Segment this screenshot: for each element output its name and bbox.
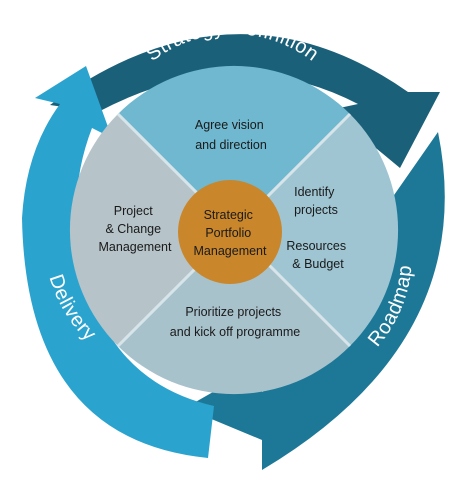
segment-left bbox=[69, 114, 234, 346]
segment-right-label-2: Resources & Budget bbox=[286, 239, 349, 271]
segment-top bbox=[118, 65, 350, 230]
inner-wheel bbox=[69, 65, 399, 395]
strategy-arrow bbox=[50, 34, 440, 169]
segment-top-label: Agree vision and direction bbox=[195, 118, 267, 152]
hub-circle bbox=[178, 180, 282, 284]
segment-bottom-label: Prioritize projects and kick off program… bbox=[170, 305, 300, 339]
segment-right bbox=[234, 114, 399, 346]
segment-right-label-1: Identify projects bbox=[294, 185, 338, 217]
segment-bottom bbox=[118, 230, 350, 395]
segment-left-label: Project & Change Management bbox=[99, 204, 172, 254]
delivery-arrow bbox=[22, 66, 214, 458]
hub-label: Strategic Portfolio Management bbox=[194, 208, 267, 258]
